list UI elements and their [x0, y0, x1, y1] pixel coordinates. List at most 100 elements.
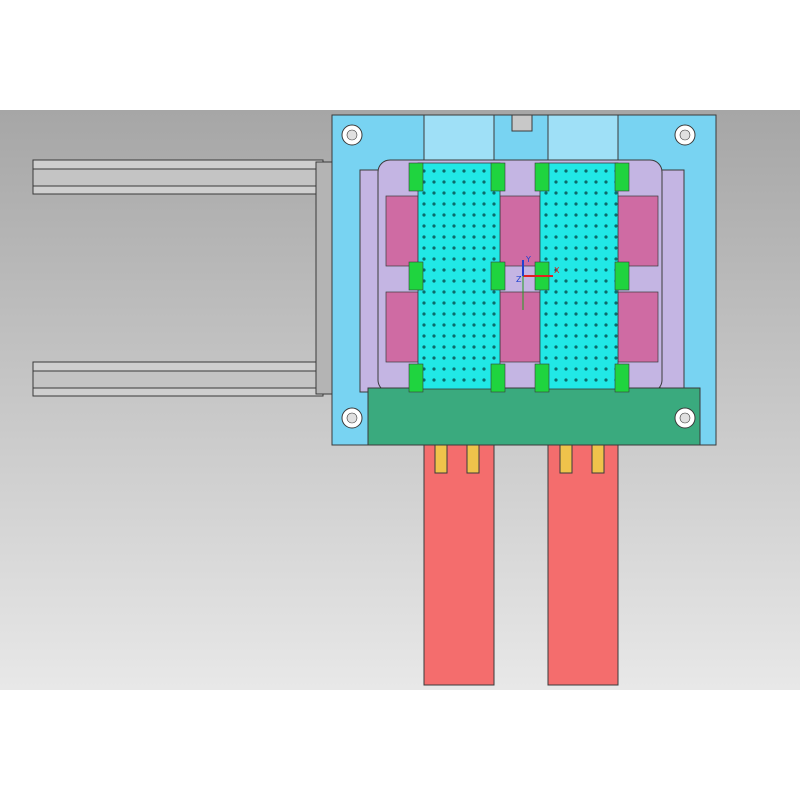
- bolt-hole-icon: [492, 301, 496, 305]
- bolt-hole-icon: [422, 191, 426, 195]
- green-ejector-plate: [367, 387, 701, 446]
- bolt-hole-icon: [564, 213, 568, 217]
- bolt-hole-icon: [564, 191, 568, 195]
- bolt-hole-icon: [594, 323, 598, 327]
- bolt-hole-icon: [452, 367, 456, 371]
- bolt-hole-icon: [472, 378, 476, 382]
- bolt-hole-icon: [432, 268, 436, 272]
- bolt-hole-icon: [604, 323, 608, 327]
- bolt-hole-icon: [554, 180, 558, 184]
- green-rib: [614, 162, 630, 192]
- bolt-hole-icon: [452, 169, 456, 173]
- bolt-hole-icon: [604, 169, 608, 173]
- bolt-hole-icon: [422, 224, 426, 228]
- green-rib: [614, 363, 630, 393]
- bolt-hole-icon: [554, 356, 558, 360]
- bolt-hole-icon: [614, 246, 618, 250]
- bolt-hole-icon: [472, 180, 476, 184]
- bolt-hole-icon: [482, 224, 486, 228]
- magenta-pocket: [499, 195, 541, 267]
- bolt-hole-icon: [482, 345, 486, 349]
- bolt-hole-icon: [432, 367, 436, 371]
- bolt-hole-icon: [584, 202, 588, 206]
- bolt-hole-icon: [614, 257, 618, 261]
- bolt-hole-icon: [432, 202, 436, 206]
- bolt-hole-icon: [432, 180, 436, 184]
- bolt-hole-icon: [604, 257, 608, 261]
- bolt-hole-icon: [564, 246, 568, 250]
- bolt-hole-icon: [492, 191, 496, 195]
- bolt-hole-icon: [604, 180, 608, 184]
- bolt-hole-icon: [584, 312, 588, 316]
- bolt-hole-icon: [554, 191, 558, 195]
- bolt-hole-icon: [564, 290, 568, 294]
- bolt-hole-icon: [614, 224, 618, 228]
- bolt-hole-icon: [584, 367, 588, 371]
- bolt-hole-icon: [594, 367, 598, 371]
- bolt-hole-icon: [574, 356, 578, 360]
- bolt-hole-icon: [594, 312, 598, 316]
- bolt-hole-icon: [422, 213, 426, 217]
- bolt-hole-icon: [482, 356, 486, 360]
- bolt-hole-icon: [554, 323, 558, 327]
- bolt-hole-icon: [574, 323, 578, 327]
- bolt-hole-icon: [574, 279, 578, 283]
- bolt-hole-icon: [584, 301, 588, 305]
- bolt-hole-icon: [432, 235, 436, 239]
- bolt-hole-icon: [574, 312, 578, 316]
- bolt-hole-icon: [564, 180, 568, 184]
- bolt-hole-icon: [614, 334, 618, 338]
- bolt-hole-icon: [604, 312, 608, 316]
- bolt-hole-icon: [584, 356, 588, 360]
- bolt-hole-icon: [574, 202, 578, 206]
- bolt-hole-icon: [554, 378, 558, 382]
- bolt-hole-icon: [452, 213, 456, 217]
- bolt-hole-icon: [574, 180, 578, 184]
- bolt-hole-icon: [462, 312, 466, 316]
- bolt-hole-icon: [442, 246, 446, 250]
- bolt-hole-icon: [452, 345, 456, 349]
- magenta-pocket: [617, 195, 659, 267]
- bolt-hole-icon: [452, 323, 456, 327]
- bolt-hole-icon: [482, 378, 486, 382]
- bolt-hole-icon: [554, 345, 558, 349]
- bolt-hole-icon: [584, 257, 588, 261]
- bolt-hole-icon: [604, 367, 608, 371]
- bolt-hole-icon: [452, 268, 456, 272]
- bolt-hole-icon: [594, 169, 598, 173]
- x-axis-label: X: [554, 266, 560, 275]
- bolt-hole-icon: [614, 323, 618, 327]
- bolt-hole-icon: [452, 356, 456, 360]
- right-side-rail-insert: [659, 169, 685, 393]
- bolt-hole-icon: [564, 345, 568, 349]
- bolt-hole-icon: [462, 378, 466, 382]
- bolt-hole-icon: [482, 268, 486, 272]
- bolt-hole-icon: [472, 213, 476, 217]
- bolt-hole-icon: [604, 246, 608, 250]
- bolt-hole-icon: [422, 246, 426, 250]
- bolt-hole-icon: [432, 279, 436, 283]
- magenta-pocket: [385, 195, 419, 267]
- bolt-hole-icon: [472, 367, 476, 371]
- bolt-hole-icon: [544, 235, 548, 239]
- bolt-hole-icon: [432, 224, 436, 228]
- lower-rail-bottom: [32, 387, 324, 397]
- bolt-hole-icon: [544, 290, 548, 294]
- bolt-hole-icon: [452, 180, 456, 184]
- bolt-hole-icon: [544, 312, 548, 316]
- bolt-hole-icon: [472, 169, 476, 173]
- bolt-hole-icon: [564, 279, 568, 283]
- bolt-hole-icon: [472, 312, 476, 316]
- bolt-hole-icon: [442, 312, 446, 316]
- bolt-hole-icon: [554, 257, 558, 261]
- bolt-hole-icon: [472, 301, 476, 305]
- bolt-hole-icon: [442, 334, 446, 338]
- bolt-hole-icon: [452, 290, 456, 294]
- bolt-hole-icon: [564, 224, 568, 228]
- bolt-hole-icon: [462, 290, 466, 294]
- bolt-hole-icon: [554, 268, 558, 272]
- bolt-hole-icon: [482, 301, 486, 305]
- bolt-hole-icon: [472, 345, 476, 349]
- bolt-hole-icon: [574, 213, 578, 217]
- bolt-hole-icon: [482, 235, 486, 239]
